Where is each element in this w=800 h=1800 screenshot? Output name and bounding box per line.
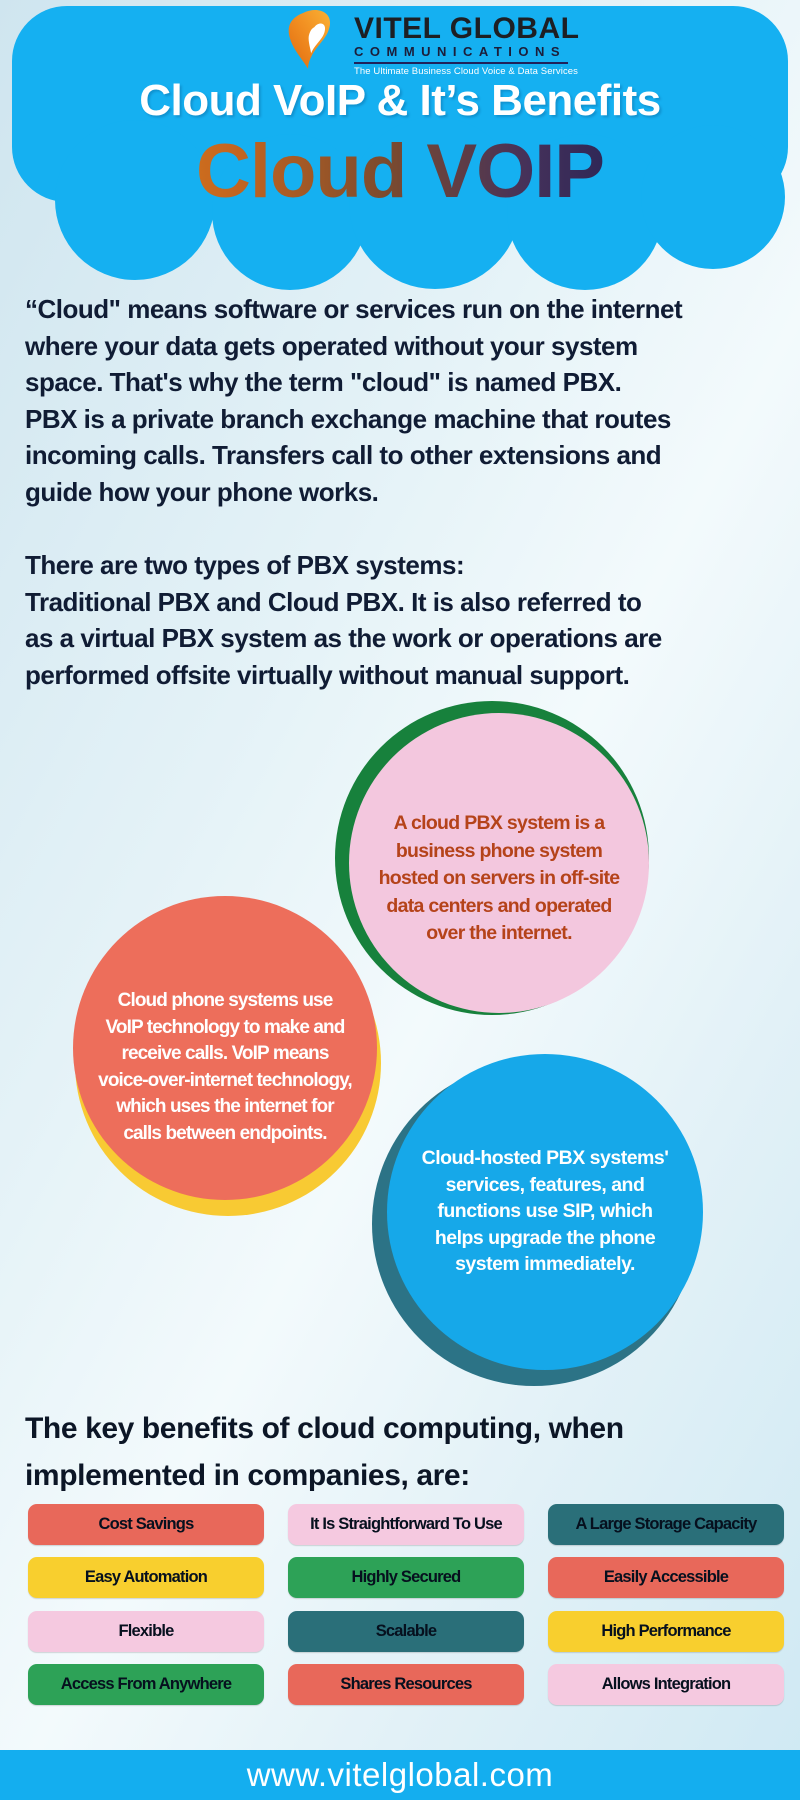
salmon-bubble [73,896,377,1200]
intro-paragraph-2: There are two types of PBX systems:Tradi… [25,550,662,690]
brand-tagline: The Ultimate Business Cloud Voice & Data… [354,66,579,77]
benefit-pill: Cost Savings [28,1504,264,1545]
brand-name: VITEL GLOBAL [354,12,580,45]
footer-url: www.vitelglobal.com [246,1756,554,1793]
benefits-heading: The key benefits of cloud computing, whe… [25,1412,624,1492]
benefit-pill: High Performance [548,1611,784,1652]
brand-divider [354,62,568,64]
cloud-header-shape [12,6,788,290]
blue-bubble [387,1054,703,1370]
benefit-pill: Access From Anywhere [28,1664,264,1705]
benefit-pill: Flexible [28,1611,264,1652]
benefit-pill: Easily Accessible [548,1557,784,1598]
brand-subtitle: COMMUNICATIONS [354,44,567,59]
vitel-swoosh-icon [288,9,331,69]
benefit-pill: Scalable [288,1611,524,1652]
brand-logo: VITEL GLOBAL COMMUNICATIONS The Ultimate… [276,8,579,77]
pink-bubble [349,713,649,1013]
page-title: Cloud VoIP & It’s Benefits [139,76,661,125]
benefit-pill: A Large Storage Capacity [548,1504,784,1545]
benefit-pill: Allows Integration [548,1664,784,1705]
benefit-pill: Easy Automation [28,1557,264,1598]
page-subtitle: Cloud VOIP [0,128,800,215]
brand-text-block: VITEL GLOBAL COMMUNICATIONS The Ultimate… [354,8,579,77]
blue-bubble-text: Cloud-hosted PBX systems'services, featu… [421,1147,669,1275]
benefit-pill: It Is Straightforward To Use [288,1504,524,1545]
benefit-pill: Shares Resources [288,1664,524,1705]
benefit-pill: Highly Secured [288,1557,524,1598]
intro-paragraph-1: “Cloud" means software or services run o… [25,294,683,507]
footer-bar: www.vitelglobal.com [0,1750,800,1800]
